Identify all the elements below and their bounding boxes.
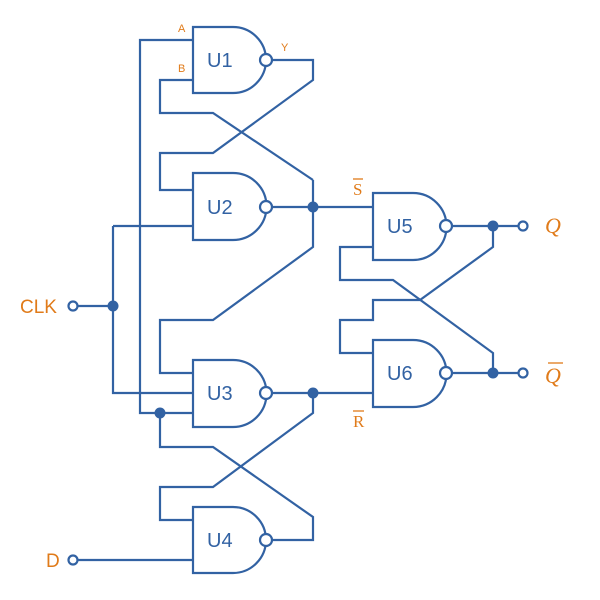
wire-u3-node-vert	[158, 393, 315, 522]
input-label-d: D	[46, 551, 60, 572]
terminal-q	[517, 220, 529, 232]
wire-clk-rail	[111, 224, 193, 395]
gate-label-u6: U6	[387, 363, 413, 385]
pin-label-y: Y	[281, 42, 289, 54]
gate-label-u5: U5	[387, 216, 413, 238]
pin-label-b: B	[178, 63, 185, 75]
wire-u6-fb	[338, 245, 495, 373]
terminal-d	[67, 554, 79, 566]
inverter-bubble	[258, 385, 274, 401]
gate-u4: U4	[191, 505, 274, 575]
wire-rail-a	[138, 305, 193, 415]
wire-u5-fb	[338, 226, 495, 355]
junction-dot	[487, 367, 499, 379]
gate-u3: U3	[191, 358, 274, 429]
gate-u1: U1	[191, 25, 274, 95]
terminal-clk	[67, 300, 79, 312]
inverter-bubble	[258, 199, 274, 215]
terminal-qbar	[517, 367, 529, 379]
inverter-bubble	[438, 218, 454, 234]
signal-label-rbar: R	[353, 412, 365, 431]
output-label-qbar: Q	[545, 363, 561, 388]
junction-dot	[307, 387, 319, 399]
output-label-q: Q	[545, 213, 561, 238]
wire-u1-a	[138, 38, 193, 305]
signal-label-sbar: S	[353, 180, 362, 199]
gate-u6: U6	[371, 338, 454, 409]
inverter-bubble	[258, 52, 274, 68]
inverter-bubble	[258, 532, 274, 548]
junction-dot	[487, 220, 499, 232]
junctions	[107, 201, 499, 419]
wire-u3-dot-cross	[158, 413, 315, 542]
inverter-bubble	[438, 365, 454, 381]
wires	[78, 38, 518, 562]
gate-label-u3: U3	[207, 383, 233, 405]
wire-u1-b	[158, 78, 314, 181]
gate-label-u2: U2	[207, 197, 233, 219]
gate-u5: U5	[371, 191, 454, 262]
gate-label-u4: U4	[207, 530, 233, 552]
pin-label-a: A	[178, 23, 186, 35]
junction-dot	[107, 300, 119, 312]
junction-dot	[154, 407, 166, 419]
gate-u2: U2	[191, 171, 274, 242]
junction-dot	[307, 201, 319, 213]
wire-u2-node-vert	[158, 180, 315, 375]
wire-u1-y	[158, 58, 315, 192]
input-label-clk: CLK	[20, 297, 57, 318]
gate-label-u1: U1	[207, 50, 233, 72]
